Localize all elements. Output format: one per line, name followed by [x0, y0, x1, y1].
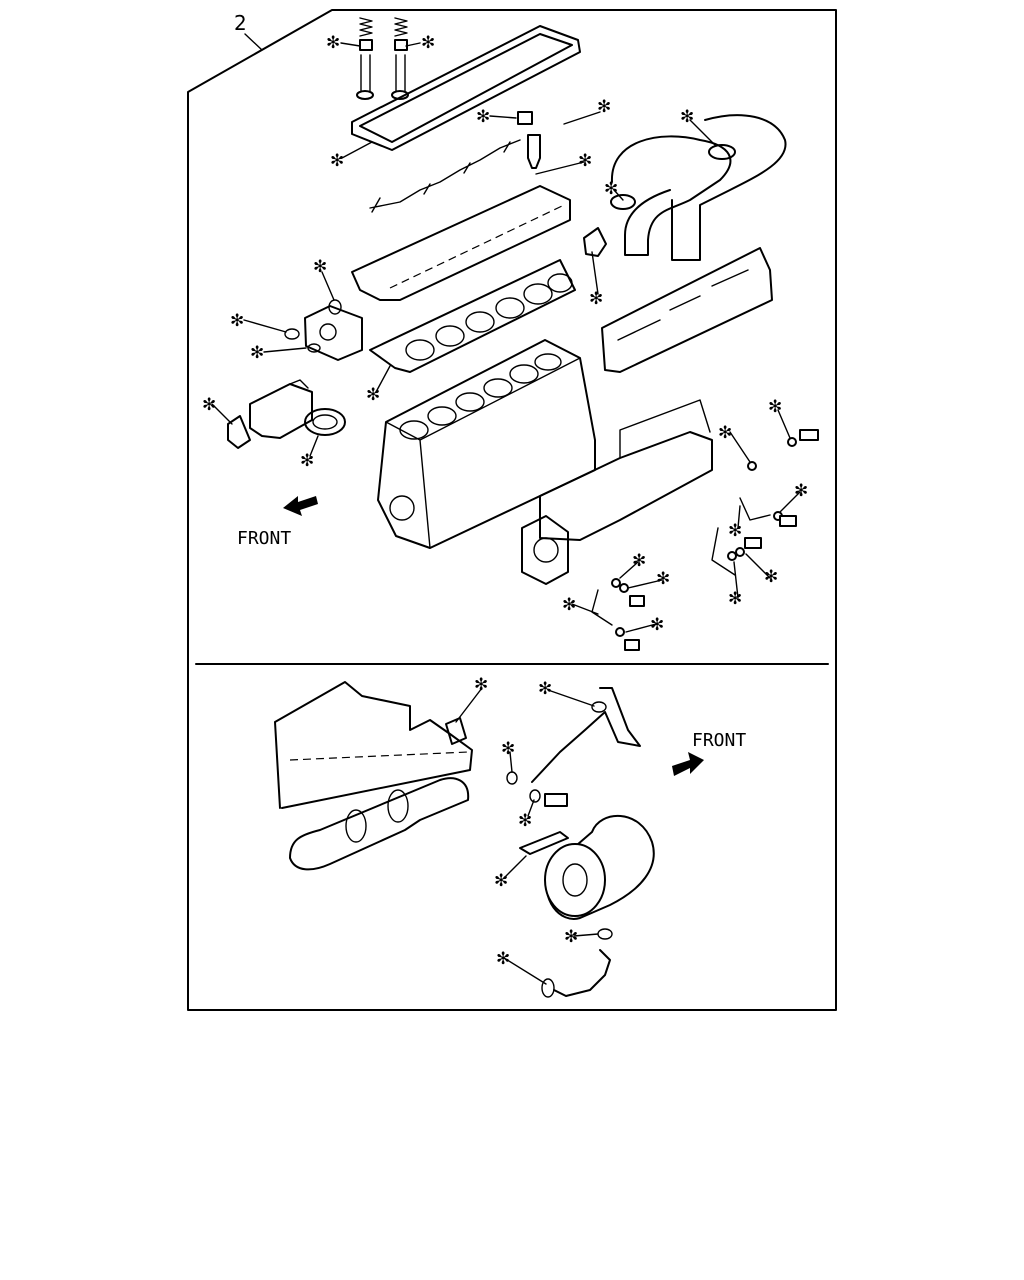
o-ring-small-1	[284, 328, 300, 340]
engine-block	[377, 339, 596, 549]
exhaust-manifold	[601, 247, 773, 373]
svg-text:✻: ✻	[680, 107, 694, 127]
svg-text:✻: ✻	[421, 33, 435, 53]
injection-pump	[521, 399, 713, 585]
svg-text:✻: ✻	[578, 151, 592, 171]
valve-cover-gasket	[351, 25, 581, 151]
turbocharger	[544, 815, 655, 920]
turbo-oil-return-pipe	[553, 949, 611, 997]
eyebolt-fittings	[611, 437, 797, 637]
front-label-top: FRONT	[237, 528, 291, 549]
fuel-feed-pipe	[591, 589, 613, 626]
exhaust-pipe-gasket-1	[708, 144, 736, 160]
svg-text:✻: ✻	[718, 423, 732, 443]
exhaust-pipe-assembly	[610, 114, 787, 261]
svg-text:✻: ✻	[597, 97, 611, 117]
head-gasket	[369, 259, 576, 373]
svg-text:✻: ✻	[632, 551, 646, 571]
svg-text:✻: ✻	[564, 927, 578, 947]
svg-text:✻: ✻	[764, 567, 778, 587]
valve-spring-left	[356, 17, 374, 100]
svg-text:✻: ✻	[656, 569, 670, 589]
thermostat-cover-gasket	[583, 227, 607, 257]
oil-return-o-ring	[597, 928, 613, 940]
svg-text:✻: ✻	[476, 107, 490, 127]
thermostat-housing	[249, 379, 313, 439]
bolts	[624, 429, 819, 651]
svg-text:✻: ✻	[589, 289, 603, 309]
svg-text:✻: ✻	[496, 949, 510, 969]
oil-feed-eyebolt	[544, 793, 568, 807]
cylinder-head-cover	[351, 185, 571, 301]
svg-text:✻: ✻	[794, 481, 808, 501]
svg-text:✻: ✻	[768, 397, 782, 417]
cylinder-head-side	[274, 681, 473, 809]
svg-text:✻: ✻	[604, 179, 618, 199]
svg-text:✻: ✻	[728, 589, 742, 609]
asterisk-leaders	[211, 42, 801, 985]
svg-text:✻: ✻	[518, 811, 532, 831]
injector-harness	[369, 139, 521, 213]
svg-text:✻: ✻	[366, 385, 380, 405]
turbo-oil-feed-pipe	[531, 687, 641, 783]
turbo-flange-gasket	[519, 831, 569, 855]
thermostat-gasket	[227, 415, 251, 449]
svg-text:✻: ✻	[330, 151, 344, 171]
svg-text:✻: ✻	[494, 871, 508, 891]
svg-text:✻: ✻	[202, 395, 216, 415]
o-ring-top	[328, 299, 342, 315]
svg-text:✻: ✻	[326, 33, 340, 53]
oil-cooler-gasket	[304, 408, 346, 436]
svg-text:✻: ✻	[230, 311, 244, 331]
front-arrow-top	[283, 496, 318, 516]
exhaust-manifold-bottom	[289, 777, 470, 871]
svg-text:✻: ✻	[650, 615, 664, 635]
water-outlet-housing	[304, 305, 363, 361]
manifold-gasket-bottom	[445, 717, 467, 745]
asterisk-markers: ✻ ✻ ✻ ✻ ✻ ✻ ✻ ✻ ✻ ✻ ✻ ✻ ✻ ✻ ✻ ✻ ✻ ✻ ✻ ✻ …	[202, 33, 808, 969]
svg-text:✻: ✻	[250, 343, 264, 363]
svg-text:✻: ✻	[313, 257, 327, 277]
svg-text:✻: ✻	[562, 595, 576, 615]
oil-return-gasket	[541, 978, 555, 998]
valve-spring-right	[391, 17, 409, 100]
front-arrow-bottom	[672, 752, 704, 776]
svg-text:✻: ✻	[501, 739, 515, 759]
exhaust-pipe-gasket-2	[610, 194, 636, 210]
oil-feed-o-ring	[591, 701, 607, 713]
oil-feed-washer	[506, 771, 518, 785]
oil-feed-washer-2	[529, 789, 541, 803]
svg-text:✻: ✻	[728, 521, 742, 541]
svg-text:✻: ✻	[474, 675, 488, 695]
callout-number: 2	[234, 11, 247, 35]
fuel-return-pipe	[711, 497, 771, 576]
svg-text:✻: ✻	[538, 679, 552, 699]
svg-text:✻: ✻	[300, 451, 314, 471]
callout-leader	[244, 33, 263, 51]
diagram-frame	[187, 9, 837, 1011]
front-label-bottom: FRONT	[692, 730, 746, 751]
injector-nozzle	[517, 111, 541, 169]
o-ring-small-2	[307, 343, 321, 353]
